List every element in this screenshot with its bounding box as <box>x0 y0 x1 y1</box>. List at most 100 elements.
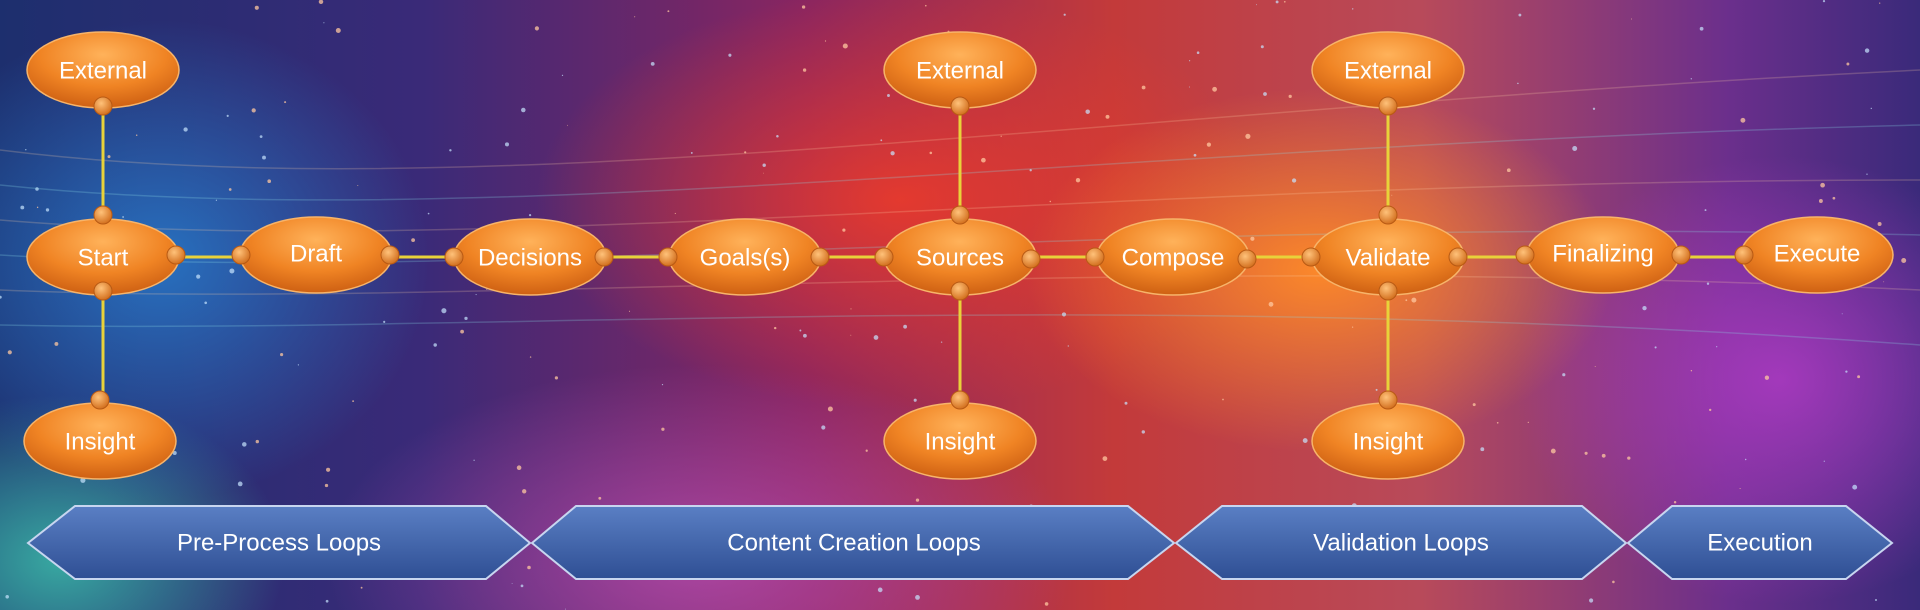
star-particle <box>427 212 430 215</box>
star-particle <box>1706 282 1710 285</box>
node-external-validate[interactable]: External <box>1311 31 1465 109</box>
star-particle <box>1518 13 1522 17</box>
star-particle <box>903 324 907 329</box>
star-particle <box>865 449 868 452</box>
star-particle <box>1480 447 1485 452</box>
node-compose-label: Compose <box>1122 245 1225 272</box>
star-particle <box>335 28 341 33</box>
node-external-sources[interactable]: External <box>883 31 1037 109</box>
star-particle <box>567 124 568 126</box>
node-goals[interactable]: Goals(s) <box>668 218 822 296</box>
node-execute[interactable]: Execute <box>1740 216 1894 294</box>
star-particle <box>529 356 532 358</box>
star-particle <box>254 5 259 10</box>
star-particle <box>135 134 138 137</box>
star-particle <box>824 40 827 42</box>
star-particle <box>520 584 524 588</box>
star-particle <box>929 151 933 155</box>
star-particle <box>521 107 526 113</box>
knob <box>90 390 110 410</box>
star-particle <box>1141 85 1146 90</box>
star-particle <box>1352 8 1354 10</box>
node-finalizing[interactable]: Finalizing <box>1526 216 1680 294</box>
star-particle <box>325 599 329 603</box>
star-particle <box>460 329 464 334</box>
star-particle <box>1818 199 1823 203</box>
star-particle <box>650 61 655 66</box>
knob <box>950 390 970 410</box>
star-particle <box>1852 484 1858 490</box>
star-particle <box>1866 173 1868 175</box>
knob <box>1515 245 1535 265</box>
star-particle <box>318 0 324 5</box>
node-compose[interactable]: Compose <box>1096 218 1250 296</box>
star-particle <box>915 594 920 600</box>
star-particle <box>259 135 263 138</box>
star-particle <box>441 308 447 314</box>
star-particle <box>1196 51 1200 54</box>
star-particle <box>554 376 559 380</box>
connector-knobs <box>90 96 1754 410</box>
star-particle <box>915 498 920 502</box>
star-particle <box>1630 18 1632 20</box>
star-particle <box>661 427 665 431</box>
star-particle <box>1188 86 1190 88</box>
star-particle <box>25 149 27 151</box>
star-particle <box>45 208 50 212</box>
star-particle <box>842 43 848 49</box>
star-particle <box>802 68 807 72</box>
star-particle <box>1716 346 1718 348</box>
knob <box>950 281 970 301</box>
star-particle <box>262 155 266 160</box>
star-particle <box>1124 401 1128 405</box>
knob <box>1734 245 1754 265</box>
knob <box>1448 247 1468 267</box>
star-particle <box>776 134 779 138</box>
node-external-start[interactable]: External <box>26 31 180 109</box>
star-particle <box>255 439 259 444</box>
star-particle <box>215 199 218 201</box>
star-particle <box>1627 456 1631 460</box>
star-particle <box>801 5 806 9</box>
star-particle <box>877 587 883 593</box>
light-streak <box>0 314 1920 346</box>
star-particle <box>1075 178 1081 183</box>
star-particle <box>242 442 247 447</box>
node-insight-start[interactable]: Insight <box>23 402 177 480</box>
star-particle <box>1291 178 1297 183</box>
node-finalizing-label: Finalizing <box>1552 241 1653 268</box>
star-particle <box>528 213 532 217</box>
star-particle <box>1105 114 1110 119</box>
star-particle <box>1562 373 1566 377</box>
star-particle <box>122 216 125 218</box>
node-insight-sources-label: Insight <box>925 429 996 456</box>
star-particle <box>35 187 39 191</box>
star-particle <box>1102 456 1108 461</box>
star-particle <box>1744 458 1747 461</box>
node-start[interactable]: Start <box>26 218 180 296</box>
star-particle <box>1875 599 1877 601</box>
phase-band-execution: Execution <box>1626 505 1894 580</box>
node-decisions[interactable]: Decisions <box>453 218 607 296</box>
star-particle <box>1189 60 1191 62</box>
star-particle <box>196 274 201 279</box>
node-insight-validate[interactable]: Insight <box>1311 402 1465 480</box>
star-particle <box>925 4 927 7</box>
star-particle <box>204 301 208 305</box>
node-draft[interactable]: Draft <box>239 216 393 294</box>
knob <box>93 205 113 225</box>
star-particle <box>1550 448 1556 454</box>
star-particle <box>1000 135 1002 137</box>
star-particle <box>1690 78 1692 80</box>
star-particle <box>1822 0 1826 3</box>
star-particle <box>1527 421 1529 424</box>
star-particle <box>357 185 359 186</box>
star-particle <box>1709 408 1712 412</box>
star-particle <box>561 74 564 77</box>
star-particle <box>1256 4 1257 6</box>
knob <box>1378 390 1398 410</box>
star-particle <box>1496 421 1499 424</box>
star-particle <box>284 101 287 104</box>
node-execute-label: Execute <box>1774 241 1861 268</box>
node-insight-sources[interactable]: Insight <box>883 402 1037 480</box>
